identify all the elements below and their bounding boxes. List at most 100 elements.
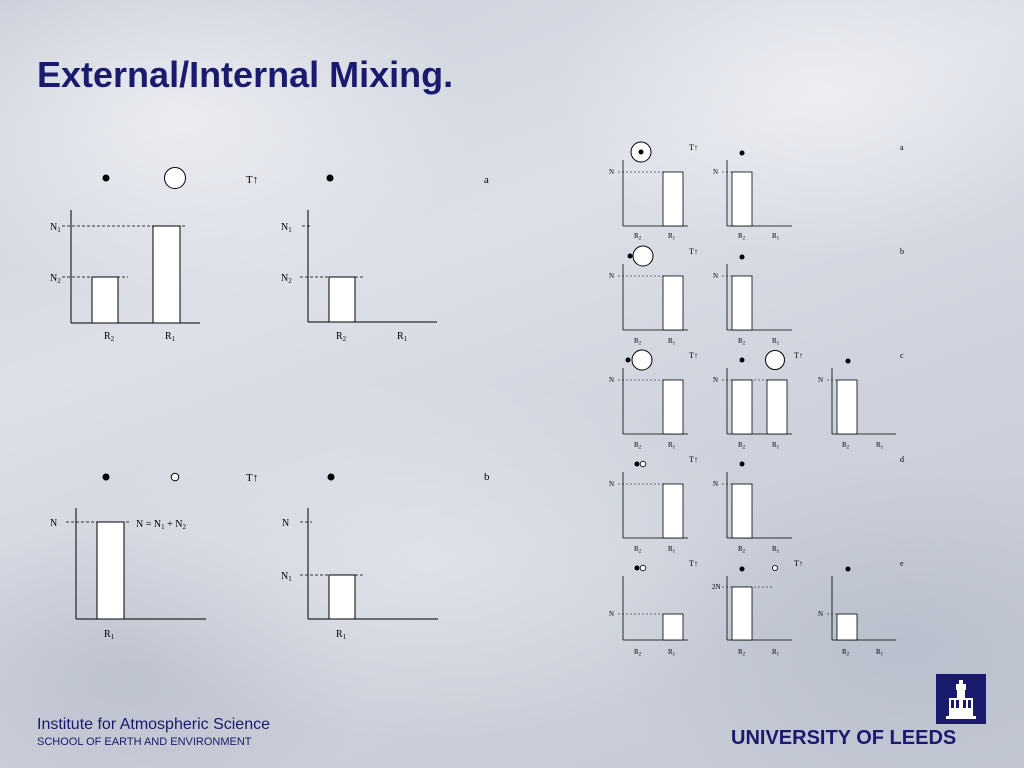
small-particle-icon xyxy=(845,566,851,572)
panel-label-c: c xyxy=(900,351,904,360)
svg-text:R1: R1 xyxy=(668,232,676,242)
svg-text:N: N xyxy=(609,610,614,618)
panel-label-d: d xyxy=(900,455,904,464)
svg-text:T↑: T↑ xyxy=(794,351,803,360)
large-particle-icon xyxy=(631,349,653,371)
svg-text:T↑: T↑ xyxy=(794,559,803,568)
x-label-r1: R1 xyxy=(165,331,176,343)
svg-text:N: N xyxy=(609,168,614,176)
svg-text:N: N xyxy=(713,168,718,176)
svg-text:N: N xyxy=(713,480,718,488)
svg-text:N: N xyxy=(609,376,614,384)
bar-r1 xyxy=(96,521,125,620)
svg-text:R2: R2 xyxy=(738,648,746,658)
university-logo-icon xyxy=(936,674,986,724)
x-label-r2: R2 xyxy=(104,331,115,343)
svg-text:R1: R1 xyxy=(668,648,676,658)
hollow-small-particle-icon xyxy=(170,472,180,482)
institute-name: Institute for Atmospheric Science xyxy=(37,716,270,733)
svg-text:N: N xyxy=(609,480,614,488)
bar-r1 xyxy=(328,574,356,620)
svg-text:R2: R2 xyxy=(738,441,746,451)
panel-label-e: e xyxy=(900,559,904,568)
small-particle-icon xyxy=(739,254,745,260)
mini-chart: N R2 R1 xyxy=(818,368,896,451)
svg-text:N: N xyxy=(818,376,823,384)
svg-text:T↑: T↑ xyxy=(689,247,698,256)
small-particle-icon xyxy=(845,358,851,364)
svg-text:N: N xyxy=(713,272,718,280)
y-label-n: N xyxy=(50,518,57,529)
panel-label-b: b xyxy=(900,247,904,256)
y-label-n: N xyxy=(282,518,289,529)
bar-r1 xyxy=(152,225,181,324)
large-particle-icon xyxy=(632,245,654,267)
right-row-b: T↑ b N R2 R1 N R2 R1 xyxy=(609,245,904,347)
mini-chart: N R2 R1 xyxy=(609,472,688,555)
x-label-r1: R1 xyxy=(104,629,115,641)
x-label-r2: R2 xyxy=(336,331,347,343)
small-particle-icon xyxy=(102,174,110,182)
panel-label-a: a xyxy=(900,143,904,152)
svg-text:T↑: T↑ xyxy=(689,559,698,568)
small-particle-icon xyxy=(739,566,745,572)
svg-text:R1: R1 xyxy=(772,545,780,555)
hollow-small-particle-icon xyxy=(639,460,647,468)
panel-label-b: b xyxy=(484,471,490,483)
large-particle-icon xyxy=(164,167,186,189)
small-particle-icon xyxy=(739,461,745,467)
svg-text:R1: R1 xyxy=(772,441,780,451)
small-particle-icon xyxy=(326,174,334,182)
small-particle-icon xyxy=(739,357,745,363)
svg-text:T↑: T↑ xyxy=(689,455,698,464)
y-label-n1: N1 xyxy=(281,222,292,234)
y-label-n2: N2 xyxy=(50,273,61,285)
school-name: SCHOOL OF EARTH AND ENVIRONMENT xyxy=(37,736,252,748)
svg-text:R1: R1 xyxy=(772,232,780,242)
small-particle-icon xyxy=(327,473,335,481)
panel-b-left: T↑ b N N = N1 + N2 R1 N N1 R1 xyxy=(50,471,490,641)
temperature-increase-label: T↑ xyxy=(246,472,258,484)
mini-chart: 2N R2 R1 xyxy=(712,576,792,658)
mini-chart: N R2 R1 xyxy=(609,160,688,242)
mini-chart: N R2 R1 xyxy=(713,368,792,451)
y-label-n1: N1 xyxy=(281,571,292,583)
hollow-small-particle-icon xyxy=(772,565,779,572)
svg-text:T↑: T↑ xyxy=(689,351,698,360)
svg-text:R2: R2 xyxy=(634,648,642,658)
svg-text:N: N xyxy=(713,376,718,384)
mini-chart: N R2 R1 xyxy=(609,264,688,347)
svg-text:R2: R2 xyxy=(842,648,850,658)
y-label-n2: N2 xyxy=(281,273,292,285)
svg-text:R1: R1 xyxy=(772,648,780,658)
bar-r2 xyxy=(328,276,356,323)
small-particle-icon xyxy=(627,253,633,259)
svg-text:R1: R1 xyxy=(876,441,884,451)
mini-chart: N R2 R1 xyxy=(713,264,792,347)
svg-text:R2: R2 xyxy=(738,337,746,347)
mini-chart: N R2 R1 xyxy=(818,576,896,658)
svg-text:R2: R2 xyxy=(634,232,642,242)
panel-a-left: T↑ a N1 N2 R2 R1 N1 N2 R2 R1 xyxy=(50,167,489,343)
svg-text:R2: R2 xyxy=(842,441,850,451)
svg-text:R2: R2 xyxy=(634,441,642,451)
temperature-increase-label: T↑ xyxy=(246,174,258,186)
x-label-r1: R1 xyxy=(397,331,408,343)
svg-text:R1: R1 xyxy=(876,648,884,658)
svg-text:T↑: T↑ xyxy=(689,143,698,152)
right-row-c: T↑ T↑ c N R2 R1 N R2 R1 xyxy=(609,349,904,451)
svg-text:N: N xyxy=(609,272,614,280)
small-particle-icon xyxy=(625,357,631,363)
small-particle-icon xyxy=(634,461,640,467)
svg-text:R2: R2 xyxy=(634,337,642,347)
y-label-n1: N1 xyxy=(50,222,61,234)
svg-text:R1: R1 xyxy=(668,337,676,347)
right-row-d: T↑ d N R2 R1 N R2 R1 xyxy=(609,455,904,555)
svg-text:R2: R2 xyxy=(738,232,746,242)
mini-chart: N R2 R1 xyxy=(713,472,792,555)
mini-chart: N R2 R1 xyxy=(609,368,688,451)
panel-label-a: a xyxy=(484,174,489,186)
university-name: UNIVERSITY OF LEEDS xyxy=(731,727,957,749)
mini-chart: N R2 R1 xyxy=(713,160,792,242)
